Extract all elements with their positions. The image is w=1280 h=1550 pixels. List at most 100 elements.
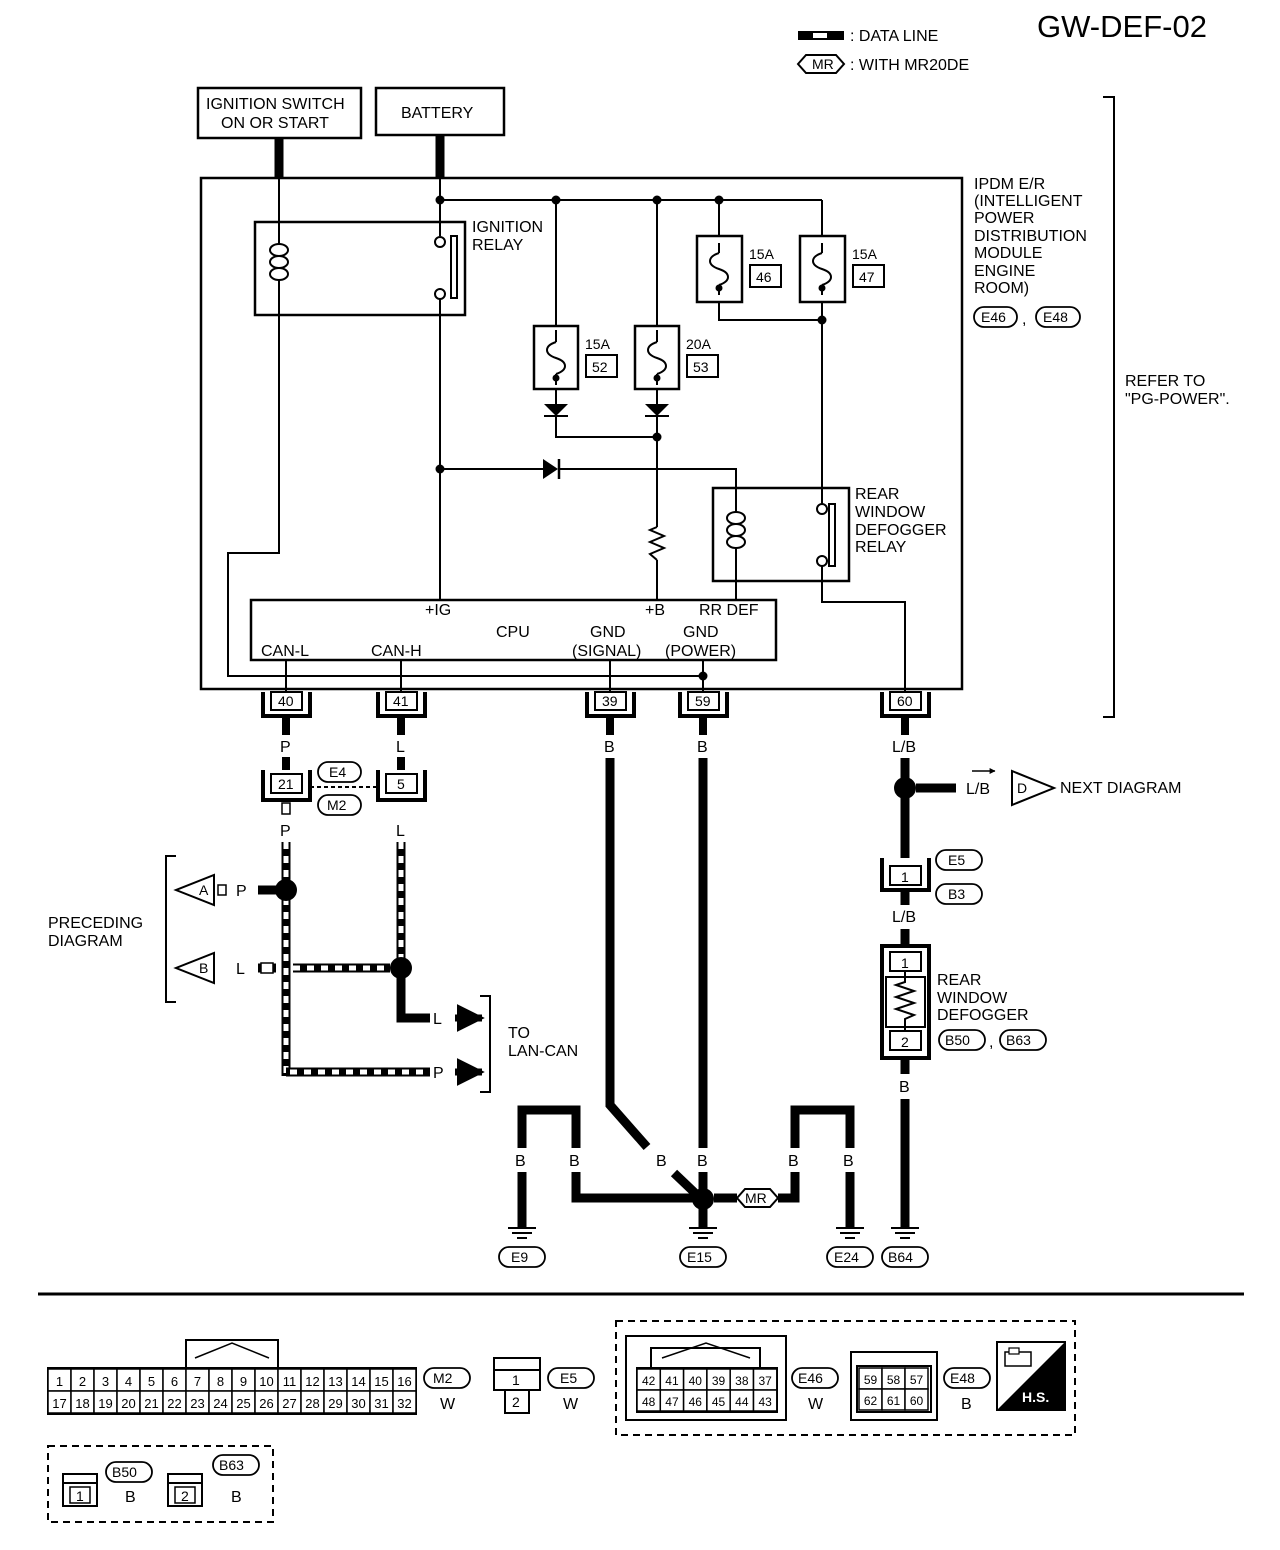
cpu-pin-b: +B — [645, 602, 665, 619]
connector-pin-label: 5 — [148, 1374, 155, 1389]
connector-pin-label: 18 — [75, 1396, 89, 1411]
wire-color-p: P — [280, 739, 291, 756]
can-wiring: P L 21 5 E4 M2 P L — [258, 718, 430, 1077]
terminal-label: 39 — [602, 693, 618, 709]
fuse-amp: 15A — [749, 246, 775, 262]
connector-tag-e5: E5 — [948, 852, 965, 868]
connector-pin-label: 8 — [217, 1374, 224, 1389]
refer-text-2: "PG-POWER". — [1125, 391, 1230, 408]
wire-color-p: P — [433, 1065, 444, 1082]
b63-pin: 2 — [181, 1488, 189, 1504]
e48-color: B — [961, 1396, 972, 1413]
wire-color-lb: L/B — [892, 909, 916, 926]
connector-pin-label: 48 — [642, 1395, 656, 1409]
diode-icon — [645, 404, 669, 416]
legend-mr: MR : WITH MR20DE — [796, 54, 969, 74]
e5-color: W — [563, 1396, 579, 1413]
ignition-switch-label-1: IGNITION SWITCH — [206, 96, 345, 113]
connector-pin-label: 12 — [305, 1374, 319, 1389]
data-line-to-lan-l — [396, 975, 430, 1023]
connector-tag-m2: M2 — [327, 797, 347, 813]
connector-pin-label: 60 — [910, 1394, 924, 1408]
resistor-icon — [647, 526, 667, 561]
ignition-relay: IGNITION RELAY — [253, 219, 543, 317]
ipdm-terminals: 40 41 39 59 60 — [261, 691, 931, 718]
legend-data-line-text: : DATA LINE — [850, 28, 938, 45]
refer-bracket: REFER TO "PG-POWER". — [1103, 96, 1230, 718]
connector-pin: 1 — [901, 869, 909, 885]
connector-pin-label: 19 — [98, 1396, 112, 1411]
relay-contact-icon — [450, 235, 458, 299]
hs-icon: H.S. — [996, 1341, 1066, 1411]
connector-tag — [935, 849, 983, 871]
wire-color-lb: L/B — [966, 781, 990, 798]
tag-a-icon — [173, 873, 215, 907]
defogger-label: WINDOW — [937, 990, 1008, 1007]
tag-b-label: B — [199, 960, 208, 976]
connector-pin-label: 47 — [665, 1395, 679, 1409]
ground-tag-e24: E24 — [834, 1249, 859, 1265]
b50-tag: B50 — [112, 1464, 137, 1480]
comma: , — [989, 1034, 993, 1051]
wire-color-l: L — [433, 1011, 442, 1028]
connector-pin-label: 25 — [236, 1396, 250, 1411]
battery-label: BATTERY — [401, 105, 474, 122]
connector-pin-label: 13 — [328, 1374, 342, 1389]
connector-tag — [423, 1367, 471, 1389]
ipdm-label-line: IPDM E/R — [974, 176, 1045, 193]
connector-pin-label: 38 — [735, 1374, 749, 1388]
connector-tag — [999, 1029, 1047, 1051]
b50-color: B — [125, 1489, 136, 1506]
connector-tag — [943, 1367, 991, 1389]
ipdm-label-line: ENGINE — [974, 263, 1035, 280]
connector-pin-label: 29 — [328, 1396, 342, 1411]
relay-coil-icon — [726, 511, 747, 549]
cpu-pin-ig: +IG — [425, 602, 451, 619]
next-diagram-label: NEXT DIAGRAM — [1060, 780, 1182, 797]
connector-pin-label: 6 — [171, 1374, 178, 1389]
ipdm-label-line: POWER — [974, 210, 1034, 227]
rear-relay-label: DEFOGGER — [855, 522, 947, 539]
connector-pin-label: 7 — [194, 1374, 201, 1389]
e46-tag: E46 — [798, 1370, 823, 1386]
connector-pin-label: 28 — [305, 1396, 319, 1411]
connector-tag — [973, 306, 1018, 328]
connector-pin-label: 45 — [712, 1395, 726, 1409]
connector-pin-label: 24 — [213, 1396, 227, 1411]
ignition-switch-box: IGNITION SWITCH ON OR START — [196, 86, 363, 140]
m2-tag: M2 — [433, 1370, 453, 1386]
connector-pin-label: 4 — [125, 1374, 132, 1389]
connector-tag-b63: B63 — [1006, 1032, 1031, 1048]
terminal-label: 60 — [897, 693, 913, 709]
cpu-pin-rr-def: RR DEF — [699, 602, 759, 619]
terminal-label: 40 — [278, 693, 294, 709]
connector-tag — [498, 1246, 546, 1268]
ground-icon — [836, 1227, 864, 1239]
connector-pin-label: 22 — [167, 1396, 181, 1411]
tag-b-icon — [173, 951, 215, 985]
connector-pin-label: 23 — [190, 1396, 204, 1411]
tag-a-label: A — [199, 882, 209, 898]
connector-pin-label: 17 — [52, 1396, 66, 1411]
splice-icon — [894, 777, 916, 799]
legend-mr-text: : WITH MR20DE — [850, 57, 969, 74]
wire-color-b: B — [656, 1153, 667, 1170]
connector-pin-label: 42 — [642, 1374, 656, 1388]
relay-contact-icon — [828, 503, 836, 567]
wire-color-b: B — [515, 1153, 526, 1170]
connector-pin-label: 43 — [758, 1395, 772, 1409]
connector-pin-label: 14 — [351, 1374, 365, 1389]
wire-color-lb: L/B — [892, 739, 916, 756]
connector-pin-label: 16 — [397, 1374, 411, 1389]
ipdm-box — [199, 176, 964, 691]
terminal-39: 39 — [585, 691, 636, 718]
page-id: GW-DEF-02 — [1037, 9, 1207, 44]
connector-pin-label: 57 — [910, 1373, 924, 1387]
ipdm-connector-e48: E48 — [1043, 309, 1068, 325]
fuse-number: 46 — [756, 269, 772, 285]
connector-pin-label: 44 — [735, 1395, 749, 1409]
rear-relay-label: REAR — [855, 486, 899, 503]
preceding-diagram: PRECEDING DIAGRAM A P B L — [48, 855, 274, 1003]
